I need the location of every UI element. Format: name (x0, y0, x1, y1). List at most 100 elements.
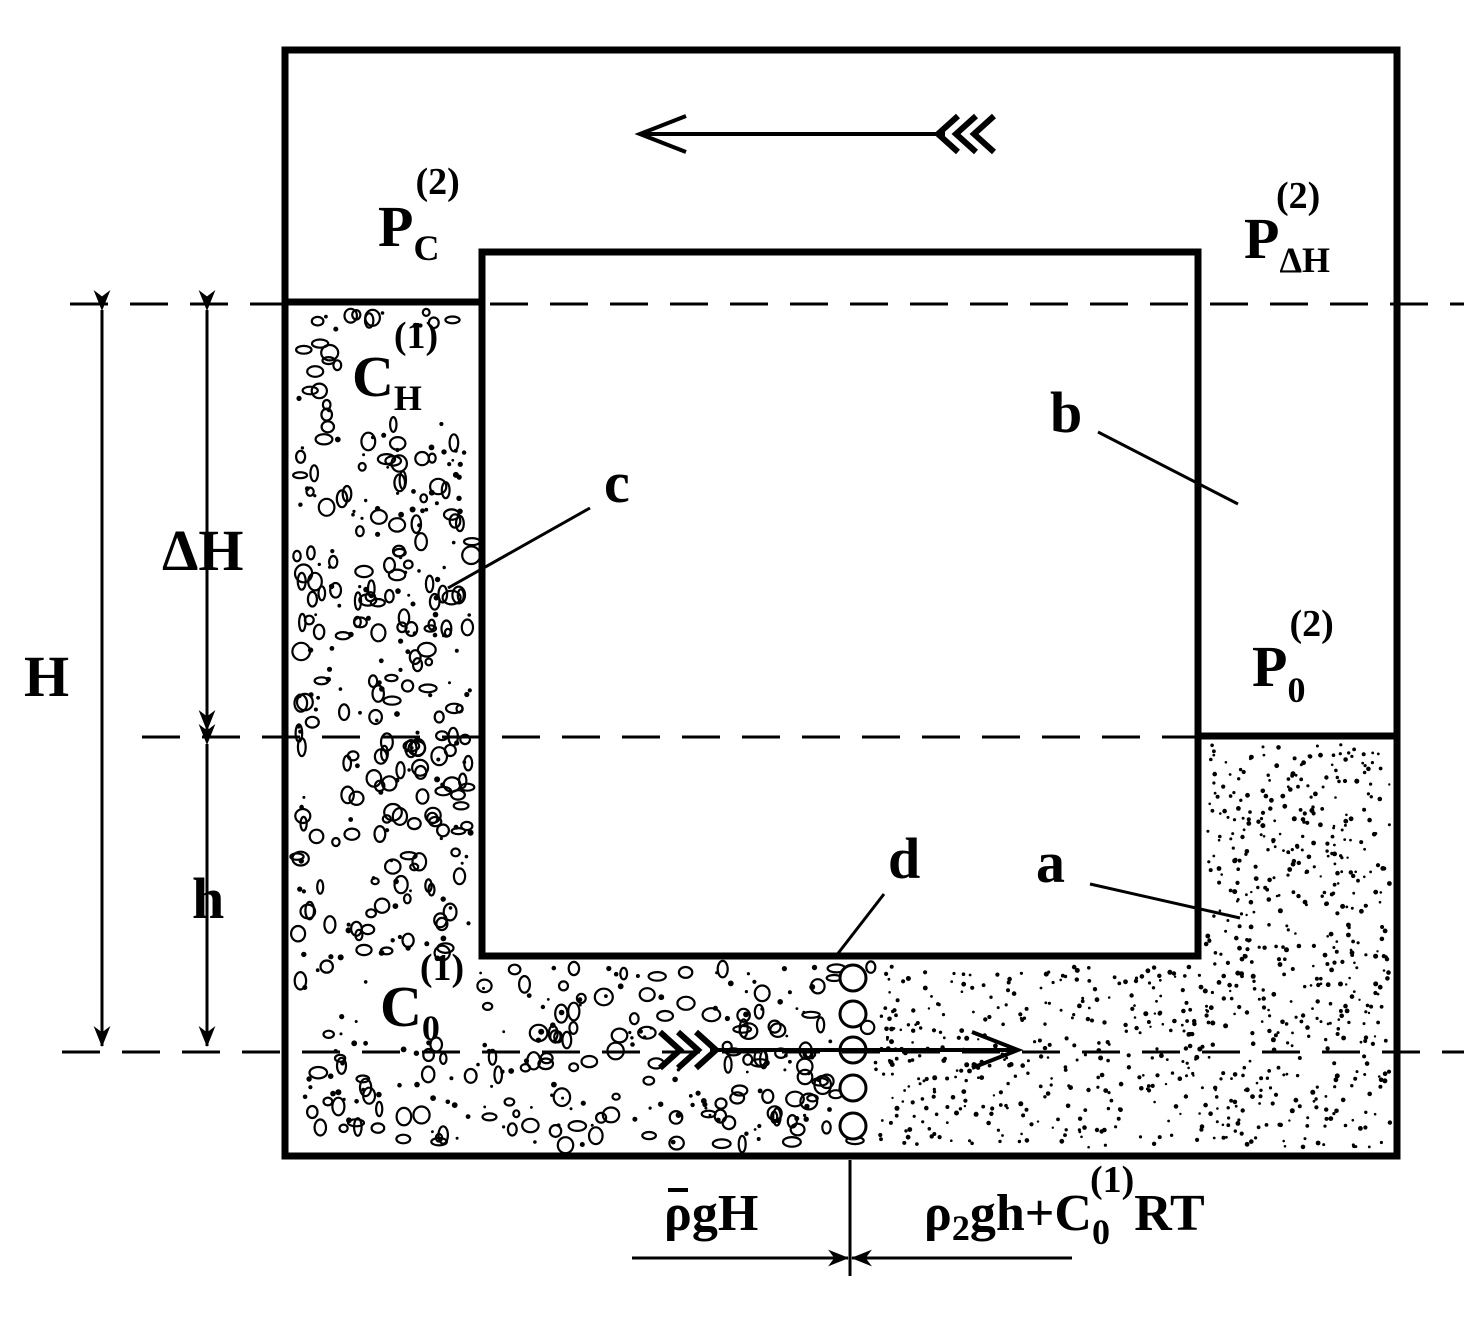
grain (647, 971, 667, 982)
grain (723, 1055, 733, 1074)
grain (340, 785, 355, 805)
sand-dot (1359, 908, 1364, 914)
grain-dot (424, 941, 430, 947)
sand-dot (937, 1135, 942, 1140)
sand-dot (1007, 1062, 1012, 1068)
grain (305, 1104, 319, 1120)
grain (353, 591, 363, 611)
sand-dot (1339, 743, 1343, 747)
sand-dot (1315, 1140, 1321, 1146)
grain (365, 769, 383, 788)
sand-dot (1362, 770, 1367, 775)
grain (731, 1084, 749, 1097)
sand-dot (1347, 751, 1351, 755)
membrane-circle (838, 999, 868, 1029)
sand-dot (964, 1035, 970, 1041)
sand-dot (1228, 794, 1233, 798)
grain (433, 710, 445, 724)
sand-dot (921, 1120, 925, 1124)
sand-dot (1304, 903, 1308, 907)
grain-dot (351, 1040, 358, 1047)
grain-dot (467, 613, 472, 617)
sand-dot (1277, 962, 1283, 967)
sand-dot (1289, 1000, 1293, 1003)
sand-dot (1296, 943, 1302, 949)
sand-dot (1258, 1102, 1261, 1105)
grain (343, 827, 361, 841)
grain (568, 1020, 579, 1035)
grain (714, 1097, 728, 1110)
sand-dot (1343, 823, 1347, 827)
grain-dot (363, 586, 369, 593)
sand-dot (1252, 979, 1256, 983)
grain (638, 987, 656, 1003)
grain-dot (376, 1091, 382, 1098)
grain (338, 1123, 349, 1134)
grain-dot (386, 465, 390, 469)
sand-dot (1244, 852, 1248, 856)
sand-dot (1366, 766, 1371, 772)
sand-dot (1118, 1107, 1123, 1113)
grain-dot (464, 854, 469, 859)
sand-dot (1344, 1008, 1350, 1014)
grain-dot (394, 711, 400, 717)
grain (338, 703, 351, 722)
grain (313, 1118, 328, 1137)
sand-dot (1224, 929, 1228, 933)
sand-dot (1328, 1021, 1332, 1025)
grain (528, 1023, 549, 1043)
grain (737, 1134, 747, 1154)
sand-dot (1022, 1016, 1027, 1020)
sand-dot (1170, 1071, 1175, 1075)
sand-dot (1261, 996, 1266, 1001)
sand-dots (878, 743, 1393, 1150)
sand-dot (1262, 835, 1266, 838)
sand-dot (1024, 1107, 1029, 1112)
sand-dot (1181, 1060, 1185, 1063)
grain (801, 1010, 821, 1019)
grain-dot (297, 886, 303, 892)
sand-dot (987, 1063, 992, 1068)
grain-dot (430, 1095, 436, 1101)
grain (357, 461, 367, 472)
sand-dot (902, 1140, 907, 1145)
grain (753, 1003, 765, 1020)
sand-dot (1295, 845, 1300, 849)
sand-dot (1269, 797, 1274, 803)
porous-medium-grains (289, 307, 878, 1155)
sand-dot (1206, 1020, 1211, 1025)
sand-dot (1262, 945, 1267, 950)
grain (301, 385, 319, 396)
sand-dot (1210, 743, 1214, 748)
grain (799, 1092, 819, 1111)
sand-dot (1103, 1088, 1109, 1093)
sand-dot (1179, 1112, 1182, 1116)
sand-dot (1233, 857, 1238, 862)
grain-dot (360, 516, 364, 520)
grain-dot (672, 1076, 678, 1083)
sand-dot (1198, 1112, 1201, 1115)
sand-dot (950, 1139, 953, 1142)
grain-dot (649, 1026, 653, 1030)
sand-dot (998, 1103, 1003, 1107)
sand-dot (1334, 768, 1338, 773)
grain-dot (362, 453, 366, 457)
sand-dot (1033, 1040, 1037, 1044)
grain-dot (744, 990, 749, 994)
grain (369, 508, 388, 525)
grain (767, 1019, 782, 1034)
sand-dot (1273, 845, 1277, 849)
sand-dot (1024, 1006, 1029, 1011)
sand-dot (1037, 1038, 1042, 1043)
sand-dot (884, 971, 889, 977)
sand-dot (1124, 1029, 1129, 1033)
sand-dot (1245, 947, 1250, 952)
sand-dot (1312, 1099, 1316, 1103)
sand-dot (1123, 1022, 1128, 1028)
sand-dot (1309, 795, 1313, 799)
grain (481, 1001, 494, 1012)
sand-dot (1382, 969, 1386, 972)
sand-dot (1341, 1035, 1346, 1041)
grain (295, 692, 314, 712)
sand-dot (1250, 1041, 1256, 1046)
